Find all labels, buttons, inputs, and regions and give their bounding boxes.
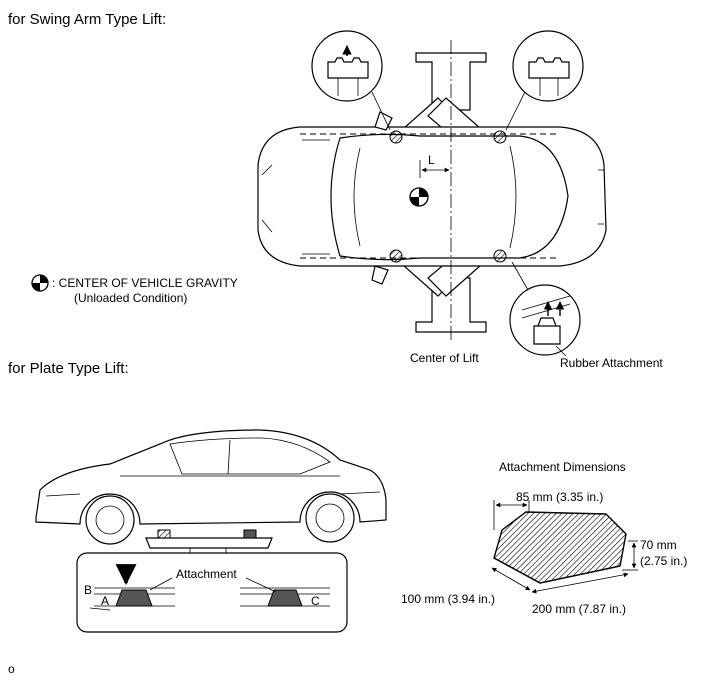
dimension-width-label: 100 mm (3.94 in.) (401, 592, 495, 606)
callout-rubber-attachment (509, 261, 581, 357)
attachment-dimensions: Attachment Dimensions 85 mm (3.35 in.) 7… (401, 460, 687, 616)
point-c-label: C (311, 594, 320, 608)
dimension-top-label: 85 mm (3.35 in.) (516, 490, 603, 504)
dimension-length-label: 200 mm (7.87 in.) (532, 602, 626, 616)
legend-line-1: : CENTER OF VEHICLE GRAVITY (52, 276, 238, 290)
swing-arm-heading: for Swing Arm Type Lift: (8, 11, 166, 28)
rubber-attachment-label: Rubber Attachment (560, 356, 663, 370)
footer-mark: o (8, 662, 15, 676)
point-a-label: A (101, 594, 109, 608)
dimension-height-in: (2.75 in.) (640, 554, 687, 568)
plate-detail-box: Attachment B A C (76, 552, 348, 633)
callout-rear-pad (505, 30, 584, 131)
center-of-lift-label: Center of Lift (410, 351, 479, 365)
distance-l-indicator: L (419, 153, 450, 178)
legend-line-2: (Unloaded Condition) (74, 291, 187, 305)
car-top-view (257, 111, 607, 285)
center-of-gravity-icon (409, 187, 429, 207)
lift-points (389, 130, 507, 263)
attachment-label: Attachment (176, 567, 237, 581)
car-side-view (35, 429, 387, 545)
callout-front-pad (311, 30, 391, 131)
attachment-block (493, 511, 627, 584)
dimension-height-mm: 70 mm (640, 538, 677, 552)
dimensions-title: Attachment Dimensions (499, 460, 626, 474)
plate-lift (145, 529, 273, 553)
gravity-legend: : CENTER OF VEHICLE GRAVITY (Unloaded Co… (31, 274, 238, 305)
distance-l-label: L (428, 153, 435, 167)
point-b-label: B (84, 583, 92, 597)
plate-lift-heading: for Plate Type Lift: (8, 360, 129, 377)
